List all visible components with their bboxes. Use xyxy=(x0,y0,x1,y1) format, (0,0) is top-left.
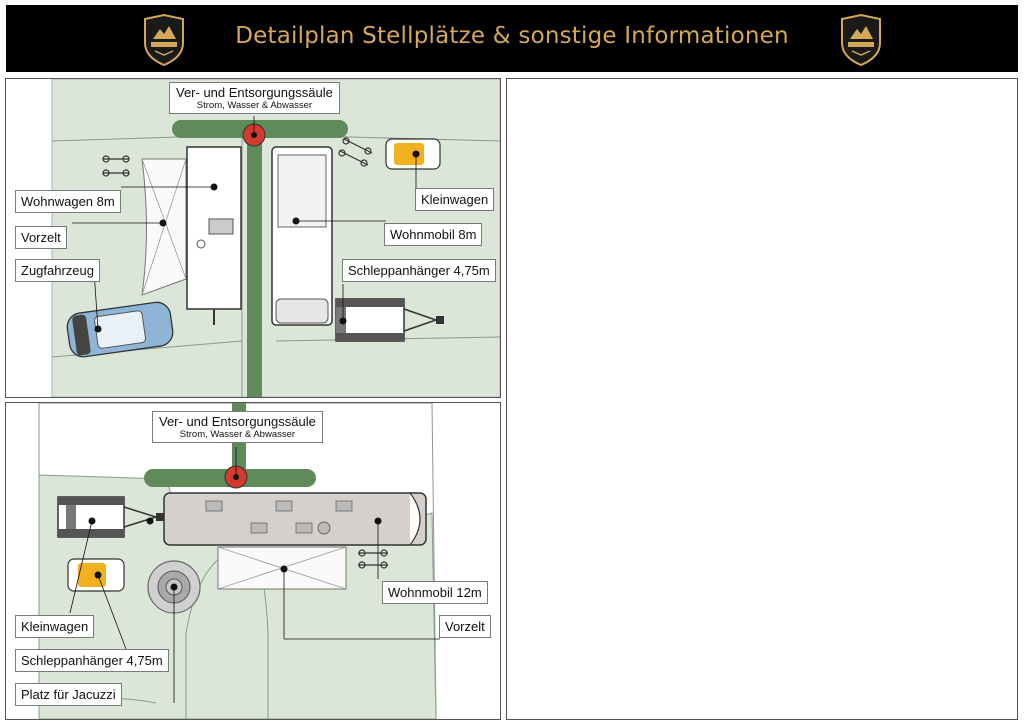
campingresort-logo-left xyxy=(144,13,184,67)
top-site-plan: Ver- und Entsorgungssäule Strom, Wasser … xyxy=(5,78,501,398)
tow-car-shape xyxy=(66,301,174,358)
label-schleppanhaenger: Schleppanhänger 4,75m xyxy=(342,259,496,282)
label-vorzelt: Vorzelt xyxy=(15,226,67,249)
label-wohnmobil-12m: Wohnmobil 12m xyxy=(382,581,488,604)
service-path-vertical xyxy=(247,135,262,397)
label-jacuzzi: Platz für Jacuzzi xyxy=(15,683,122,706)
label-schleppanhaenger-bottom: Schleppanhänger 4,75m xyxy=(15,649,169,672)
label-wohnmobil-8m: Wohnmobil 8m xyxy=(384,223,483,246)
page-title: Detailplan Stellplätze & sonstige Inform… xyxy=(235,23,789,49)
label-zugfahrzeug: Zugfahrzeug xyxy=(15,259,100,282)
label-kleinwagen: Kleinwagen xyxy=(415,188,495,211)
bottom-service-subtitle: Strom, Wasser & Abwasser xyxy=(179,429,296,440)
header-bar: Detailplan Stellplätze & sonstige Inform… xyxy=(6,5,1018,72)
bottom-service-title: Ver- und Entsorgungssäule xyxy=(159,414,316,429)
top-service-subtitle: Strom, Wasser & Abwasser xyxy=(196,100,313,111)
bottom-site-plan: Ver- und Entsorgungssäule Strom, Wasser … xyxy=(5,402,501,720)
top-service-column-label: Ver- und Entsorgungssäule Strom, Wasser … xyxy=(169,82,340,114)
motorhome-12m-shape xyxy=(163,492,427,546)
bottom-service-column-label: Ver- und Entsorgungssäule Strom, Wasser … xyxy=(152,411,323,443)
info-panel xyxy=(506,78,1018,720)
campingresort-logo-right xyxy=(841,13,881,67)
top-plan-drawing xyxy=(51,79,500,397)
top-service-title: Ver- und Entsorgungssäule xyxy=(176,85,333,100)
label-vorzelt-bottom: Vorzelt xyxy=(439,615,491,638)
label-wohnwagen: Wohnwagen 8m xyxy=(15,190,121,213)
label-kleinwagen-bottom: Kleinwagen xyxy=(15,615,95,638)
bottom-plan-drawing xyxy=(38,403,440,719)
